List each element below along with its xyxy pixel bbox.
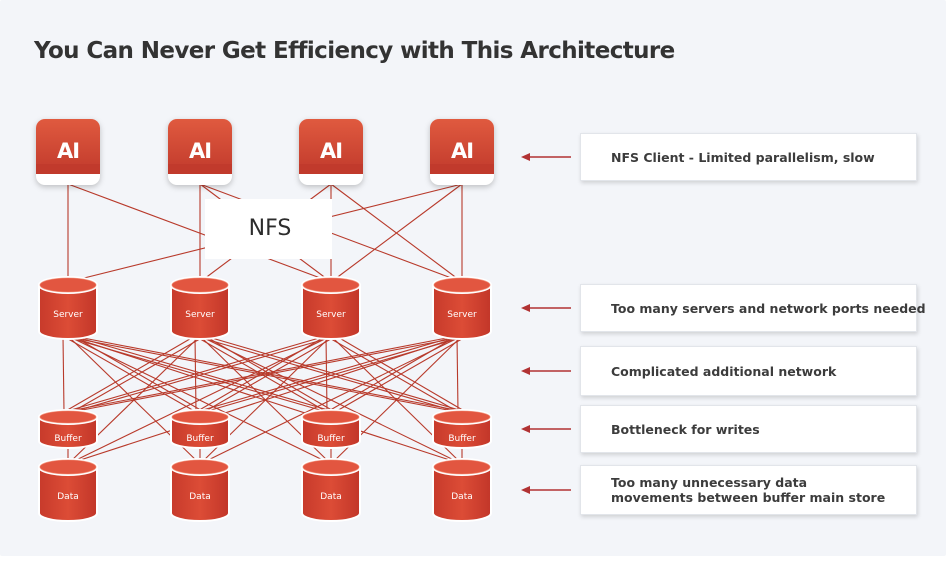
callout-box: Bottleneck for writes [580,405,917,453]
callout-text: NFS Client - Limited parallelism, slow [611,150,875,165]
callout-line: Too many servers and network ports neede… [611,300,926,316]
callout-box: Too many servers and network ports neede… [580,284,926,332]
nfs-label: NFS [249,216,292,241]
data-node: Data [301,458,361,522]
ai-node-label: AI [451,139,473,163]
buffer-node-label: Buffer [186,434,214,444]
callout-text: Bottleneck for writes [611,422,760,437]
server-data-link [67,335,332,465]
callout-line: Complicated additional network [611,363,837,379]
data-node-label: Data [189,492,211,502]
data-node-label: Data [451,492,473,502]
ai-server-link [330,183,463,283]
buffer-node-label: Buffer [317,434,345,444]
buffer-node: Buffer [432,409,492,449]
callout-arrows [521,153,571,494]
server-node: Server [432,276,492,340]
buffer-node: Buffer [170,409,230,449]
slide-title: You Can Never Get Efficiency with This A… [34,38,675,64]
buffer-node-label: Buffer [54,434,82,444]
ai-node: AI [430,119,494,185]
server-node-label: Server [316,310,346,320]
nfs-box: NFS [205,199,332,259]
callout-text: Complicated additional network [611,364,836,379]
callout-text: Too many servers and network ports neede… [611,301,926,316]
server-data-link [199,335,463,465]
server-buffer-link [71,335,468,413]
ai-node: AI [168,119,232,185]
server-node-label: Server [53,310,83,320]
server-node: Server [170,276,230,340]
server-node-label: Server [447,310,477,320]
data-node-label: Data [320,492,342,502]
server-buffer-link [63,335,327,413]
server-node: Server [301,276,361,340]
ai-node-label: AI [320,139,342,163]
ai-node: AI [299,119,363,185]
server-buffer-link [63,335,458,413]
ai-node-label: AI [57,139,79,163]
arrow-left-icon [521,425,571,433]
server-node: Server [38,276,98,340]
callout-line: NFS Client - Limited parallelism, slow [611,149,875,165]
buffer-node: Buffer [38,409,98,449]
data-node: Data [432,458,492,522]
buffer-node: Buffer [301,409,361,449]
arrow-left-icon [521,304,571,312]
ai-node-label: AI [189,139,211,163]
callout-line: movements between buffer main store [611,490,886,505]
callout-line: Too many unnecessary data [611,475,808,490]
server-buffer-link [71,335,337,413]
ai-node: AI [36,119,100,185]
server-node-label: Server [185,310,215,320]
arrow-left-icon [521,153,571,161]
data-node-label: Data [57,492,79,502]
server-buffer-link [63,335,196,413]
server-buffer-link [334,335,468,413]
server-buffer-link [456,335,459,413]
callout-box: Complicated additional network [580,346,917,396]
server-buffer-link [71,335,206,413]
data-node: Data [38,458,98,522]
arrow-left-icon [521,486,571,494]
server-buffer-link [62,335,65,413]
server-data-link [67,335,463,465]
server-buffer-link [195,335,458,413]
callout-box: NFS Client - Limited parallelism, slow [580,133,917,181]
callout-line: Bottleneck for writes [611,421,760,437]
buffer-node-label: Buffer [448,434,476,444]
data-node: Data [170,458,230,522]
arrow-left-icon [521,367,571,375]
